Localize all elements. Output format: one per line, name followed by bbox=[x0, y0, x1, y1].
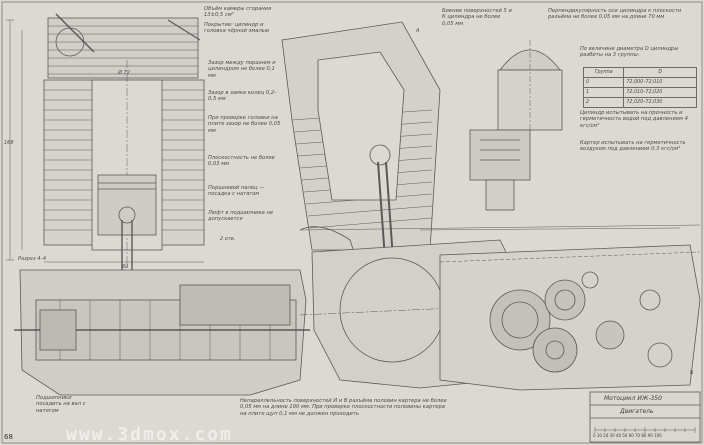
note-coating: Покрытие: цилиндр и головка чёрной эмаль… bbox=[204, 22, 270, 35]
note-parallel: Биение поверхностей 5 и К цилиндра не бо… bbox=[442, 8, 512, 27]
note-volume: Объём камеры сгорания 13±0,5 см³ bbox=[204, 6, 272, 19]
cylinder-head-left bbox=[47, 13, 201, 79]
title-subtitle: Двигатель bbox=[620, 408, 654, 415]
cylinder-groups-table: Группа D 0 72,000–72,010 1 72,010–72,020… bbox=[582, 67, 697, 108]
table-header-row: Группа D bbox=[582, 67, 697, 78]
title-block-frame bbox=[589, 391, 701, 443]
table-cell: 72,000–72,010 bbox=[623, 77, 697, 88]
table-cell: 1 bbox=[582, 87, 625, 98]
crankcase-left bbox=[14, 269, 310, 396]
note-pressure-test: Цилиндр испытывать на прочность и гермет… bbox=[580, 110, 688, 129]
table-cell: 0 bbox=[582, 77, 625, 88]
table-row: 0 72,000–72,010 bbox=[582, 77, 697, 88]
note-bottom-center: Непараллельность поверхностей И и В разъ… bbox=[240, 398, 447, 417]
page-number: 68 bbox=[4, 433, 13, 441]
note-bearing-play: Люфт в подшипнике не допускается bbox=[208, 210, 274, 223]
table-cell: 2 bbox=[582, 97, 625, 108]
carburetor-detail bbox=[469, 40, 563, 211]
section-mark-b: Б bbox=[690, 370, 694, 376]
table-cell: 72,020–72,030 bbox=[623, 97, 697, 108]
note-groups-title: По величине диаметра D цилиндры разбиты … bbox=[580, 46, 679, 59]
note-bottom-left: Подшипники посадить на вал с натягом bbox=[36, 395, 86, 414]
note-crankcase-test: Картер испытывать на герметичность возду… bbox=[580, 140, 686, 153]
table-cell: 72,010–72,020 bbox=[623, 87, 697, 98]
table-row: 1 72,010–72,020 bbox=[582, 87, 697, 98]
note-pin: Поршневой палец — посадка с натягом bbox=[208, 185, 265, 198]
table-header-diameter: D bbox=[623, 67, 697, 78]
crankcase-side-right bbox=[439, 244, 701, 391]
table-row: 2 72,020–72,030 bbox=[582, 97, 697, 108]
watermark: www.3dmox.com bbox=[66, 424, 233, 445]
note-flatness: Плоскостность не более 0,03 мм bbox=[208, 155, 275, 168]
dimension-label-holes: 2 отв. bbox=[220, 236, 236, 242]
dimension-label-diameter: Ø 72 bbox=[118, 70, 130, 76]
note-cylinder-check: При проверке головки на плите зазор не б… bbox=[208, 115, 281, 134]
section-mark-a: А bbox=[416, 28, 420, 34]
dimension-lines bbox=[6, 19, 701, 263]
title-name: Мотоцикл ИЖ-350 bbox=[604, 395, 662, 402]
note-piston-clearance: Зазор между поршнем и цилиндром не более… bbox=[208, 60, 276, 79]
note-perpendicularity: Перпендикулярность оси цилиндра к плоско… bbox=[548, 8, 682, 21]
note-ring-gap: Зазор в замке колец 0,2–0,5 мм bbox=[208, 90, 277, 103]
section-label: Разрез 4–4 bbox=[18, 256, 47, 262]
dimension-label-height: 168 bbox=[4, 140, 14, 146]
table-header-group: Группа bbox=[582, 67, 625, 78]
dimension-label-width: 60 bbox=[122, 264, 129, 270]
scale-bar-label: 0 10 20 30 40 50 60 70 80 90 100 bbox=[593, 433, 662, 438]
